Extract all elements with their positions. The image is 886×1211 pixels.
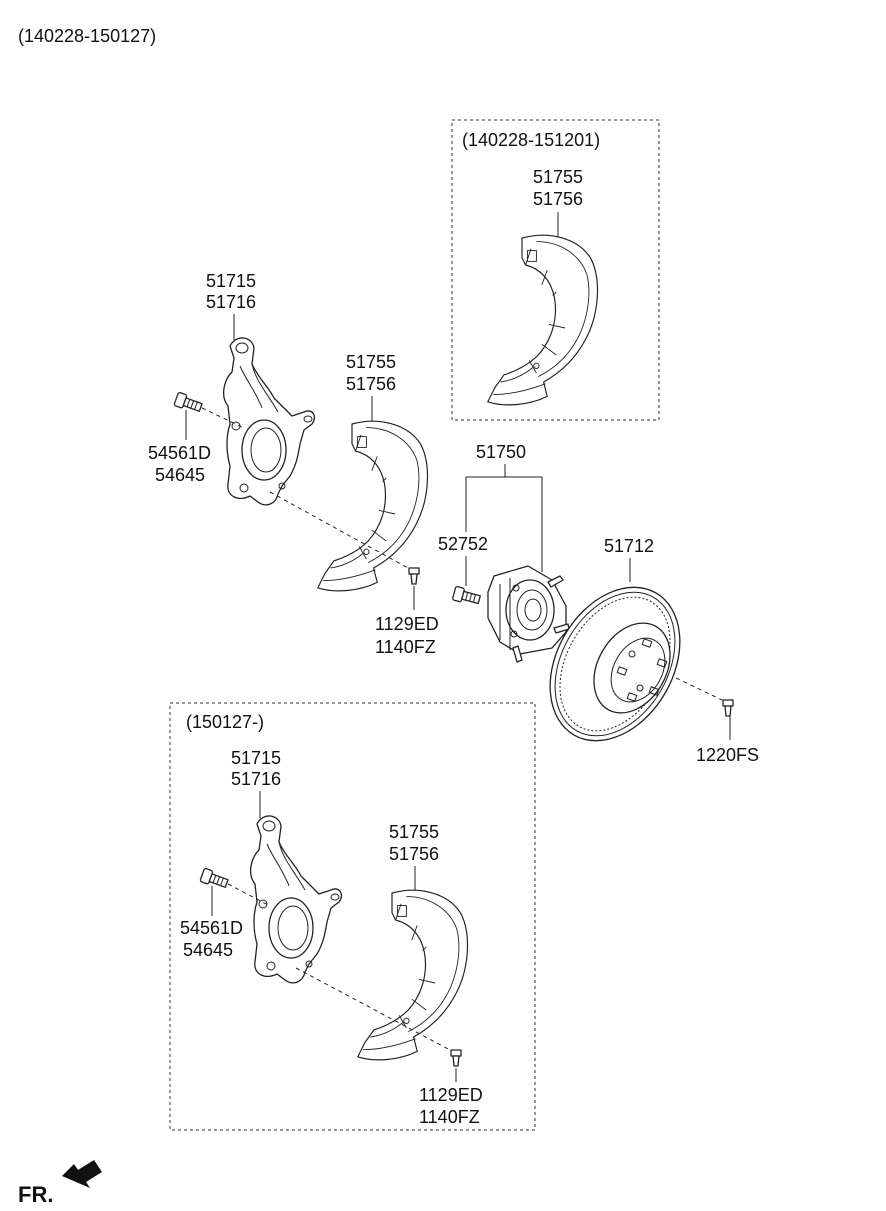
bottom-box-knuckle-part-1: 51715 <box>231 748 281 768</box>
knuckle-part-2: 51716 <box>206 292 256 312</box>
bottom-box-knuckle-bolt <box>199 867 230 891</box>
front-direction-label: FR. <box>18 1182 53 1207</box>
shield-screw <box>408 567 420 585</box>
steering-knuckle <box>222 337 316 506</box>
knuckle-bolt-part-2: 54645 <box>155 465 205 485</box>
top-variant-box <box>451 119 660 421</box>
dust-shield <box>317 420 429 592</box>
bottom-box-knuckle-part-2: 51716 <box>231 769 281 789</box>
bottom-box-shield-part-1: 51755 <box>389 822 439 842</box>
top-box-shield-part-2: 51756 <box>533 189 583 209</box>
disc-screw-part: 1220FS <box>696 745 759 765</box>
hub-bolt-part: 52752 <box>438 534 488 554</box>
brake-disc <box>549 586 681 742</box>
disc-screw <box>722 699 734 717</box>
top-box-shield-part-1: 51755 <box>533 167 583 187</box>
bottom-box-screw-dash <box>295 967 451 1051</box>
knuckle-bolt-part-1: 54561D <box>148 443 211 463</box>
top-box-dust-shield <box>487 234 599 406</box>
hub-bolt <box>451 585 482 608</box>
shield-screw-part-2: 1140FZ <box>375 637 436 657</box>
bottom-variant-box <box>169 702 536 1131</box>
bottom-box-bolt-part-2: 54645 <box>183 940 233 960</box>
disc-part: 51712 <box>604 536 654 556</box>
bottom-box-screw-part-1: 1129ED <box>419 1085 483 1105</box>
bottom-box-steering-knuckle <box>249 815 343 984</box>
shield-part-2: 51756 <box>346 374 396 394</box>
bottom-box-shield-screw <box>450 1049 462 1067</box>
header-range-label: (140228-150127) <box>18 26 156 46</box>
knuckle-bolt <box>173 391 204 415</box>
disc-screw-dash <box>675 677 723 701</box>
shield-screw-part-1: 1129ED <box>375 614 439 634</box>
hub-assembly-bracket <box>465 464 543 572</box>
front-direction-arrow-icon <box>62 1160 102 1188</box>
knuckle-part-1: 51715 <box>206 271 256 291</box>
bottom-box-dust-shield <box>357 889 469 1061</box>
bottom-box-bolt-part-1: 54561D <box>180 918 243 938</box>
top-box-range-label: (140228-151201) <box>462 130 600 150</box>
wheel-hub-bearing <box>487 565 570 663</box>
knuckle-to-screw-dash <box>269 491 409 569</box>
bottom-box-screw-part-2: 1140FZ <box>419 1107 480 1127</box>
shield-part-1: 51755 <box>346 352 396 372</box>
hub-assembly-part: 51750 <box>476 442 526 462</box>
bottom-box-range-label: (150127-) <box>186 712 264 732</box>
bottom-box-shield-part-2: 51756 <box>389 844 439 864</box>
